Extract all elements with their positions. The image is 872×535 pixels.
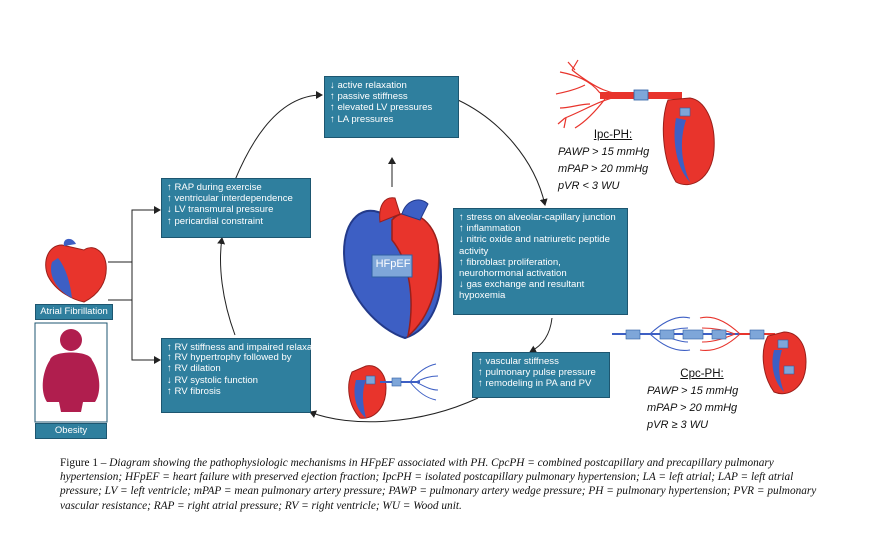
obesity-tag: Obesity	[35, 423, 107, 439]
ipc-ph-row: mPAP > 20 mmHg	[558, 163, 649, 175]
box-line: ↑ elevated LV pressures	[330, 102, 433, 114]
ipc-ph-title: Ipc-PH:	[593, 129, 633, 141]
box-line: ↑ fibroblast proliferation, neurohormona…	[459, 256, 567, 280]
box-line: ↑ remodeling in PA and PV	[478, 378, 592, 390]
obesity-person-icon	[42, 329, 100, 412]
box-pulmonary-changes: ↑ stress on alveolar-capillary junction …	[453, 208, 628, 315]
box-line: ↑ RV hypertrophy followed by	[167, 352, 292, 364]
box-line: ↑ inflammation	[459, 223, 521, 235]
box-line: ↑ RAP during exercise	[167, 182, 262, 193]
box-ra-changes: ↑ RAP during exercise ↑ ventricular inte…	[161, 178, 311, 238]
cycle-arrow-bottom	[309, 397, 479, 423]
box-line: ↑ passive stiffness	[330, 91, 408, 103]
box-line: ↓ LV transmural pressure	[167, 204, 274, 216]
box-line: ↓ gas exchange and resultant hypoxemia	[459, 279, 585, 302]
box-line: ↑ LA pressures	[330, 113, 394, 125]
box-line: ↑ stress on alveolar-capillary junction	[459, 212, 616, 223]
box-line: ↑ vascular stiffness	[478, 356, 559, 367]
risk-factor-bracket	[108, 209, 158, 361]
ipc-ph-row: pVR < 3 WU	[558, 180, 620, 192]
cycle-arrow-left	[217, 237, 236, 336]
box-line: ↓ RV systolic function	[167, 374, 258, 386]
atrial-fibrillation-tag: Atrial Fibrillation	[35, 304, 113, 320]
box-line: ↓ active relaxation	[330, 80, 407, 91]
box-line: ↑ RV dilation	[167, 363, 221, 375]
box-line: ↑ pulmonary pulse pressure	[478, 367, 596, 379]
cpc-heart-icon	[762, 331, 807, 394]
caption-lead: Figure 1 –	[60, 457, 110, 469]
cpc-ph-row: mPAP > 20 mmHg	[647, 402, 738, 414]
box-line: ↑ ventricular interdependence	[167, 193, 293, 205]
caption-text: Diagram showing the pathophysiologic mec…	[60, 457, 817, 512]
figure-caption: Figure 1 – Diagram showing the pathophys…	[60, 456, 820, 513]
box-line: ↑ RV fibrosis	[167, 385, 221, 397]
box-lv-changes: ↓ active relaxation ↑ passive stiffness …	[324, 76, 459, 138]
cycle-arrow-top-left	[234, 91, 323, 181]
box-vascular-changes: ↑ vascular stiffness ↑ pulmonary pulse p…	[472, 352, 610, 398]
cycle-arrow-right	[529, 317, 553, 353]
cpc-ph-criteria: Cpc-PH: PAWP > 15 mmHg mPAP > 20 mmHg pV…	[647, 366, 757, 434]
ipc-ph-row: PAWP > 15 mmHg	[558, 146, 650, 158]
cycle-arrow-top-right	[457, 99, 548, 206]
cpc-ph-row: pVR ≥ 3 WU	[647, 419, 709, 431]
box-rv-changes: ↑ RV stiffness and impaired relaxation ↑…	[161, 338, 328, 413]
box-line: ↓ nitric oxide and natriuretic peptide a…	[459, 234, 610, 257]
af-heart-icon	[45, 238, 107, 303]
central-heart-icon	[343, 197, 442, 340]
cpc-ph-row: PAWP > 15 mmHg	[647, 385, 739, 397]
bottom-vessel-heart-icon	[348, 363, 439, 419]
ipc-ph-criteria: Ipc-PH: PAWP > 15 mmHg mPAP > 20 mmHg pV…	[558, 127, 668, 195]
cpc-ph-title: Cpc-PH:	[680, 368, 724, 380]
box-line: ↑ pericardial constraint	[167, 215, 263, 227]
box-line: ↑ RV stiffness and impaired relaxation	[167, 342, 328, 353]
hfpef-label: HFpEF	[375, 258, 411, 270]
ipc-heart-icon	[662, 97, 715, 186]
ipc-vessel-diagram	[555, 59, 641, 129]
